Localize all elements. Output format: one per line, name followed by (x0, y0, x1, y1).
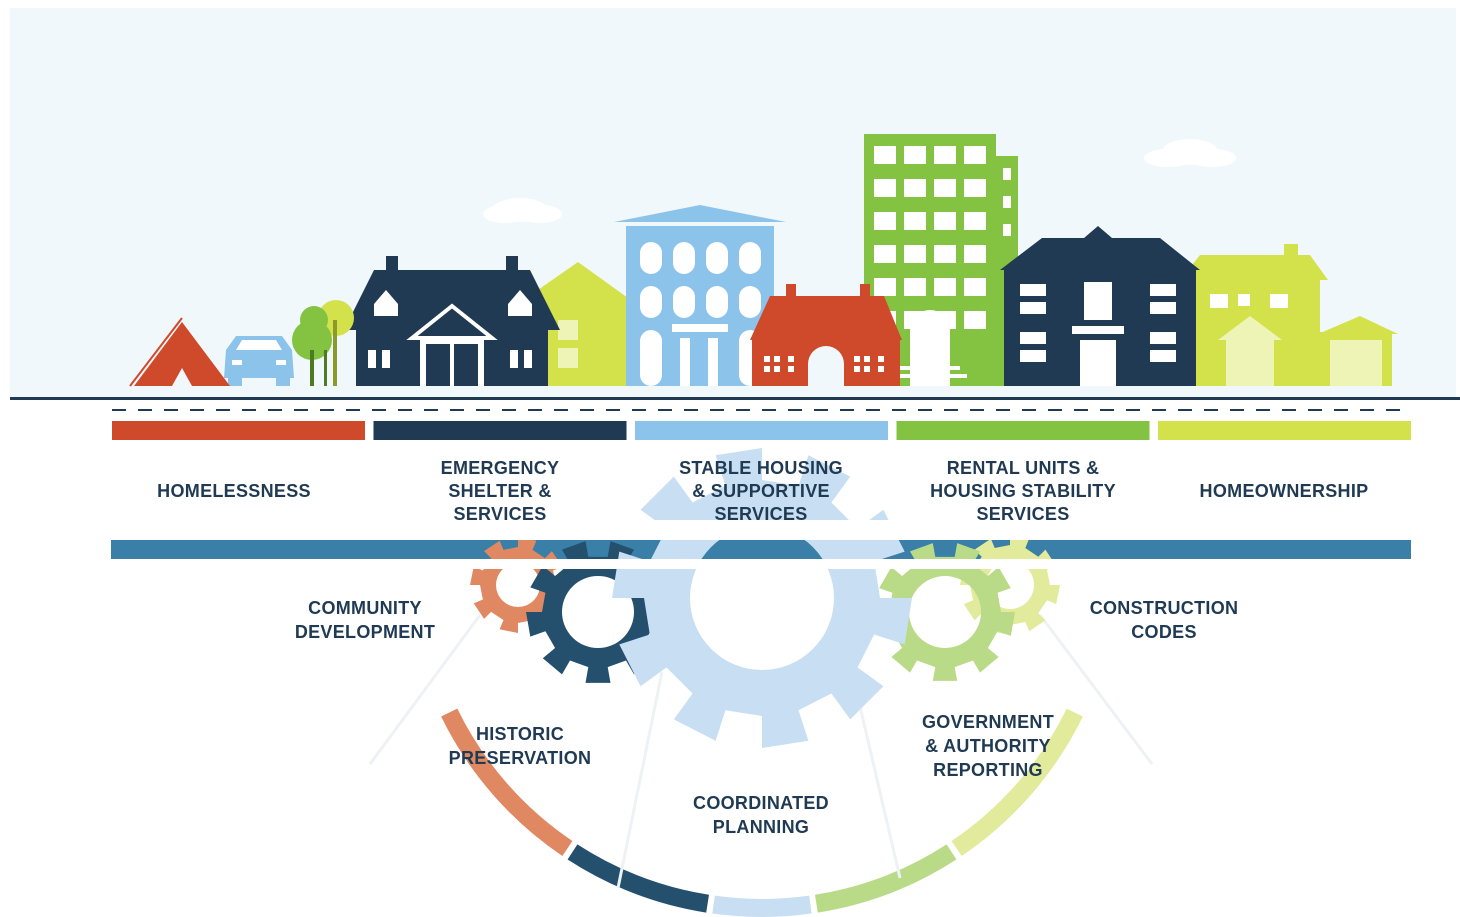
cloud-icon (1144, 139, 1236, 167)
category-label-stable: STABLE HOUSING & SUPPORTIVE SERVICES (679, 458, 843, 524)
car-icon (224, 336, 294, 386)
category-label-homeownership: HOMEOWNERSHIP (1199, 481, 1369, 501)
tower-window (934, 146, 956, 164)
tower-window (904, 278, 926, 296)
ground-line (10, 397, 1460, 400)
tower-window (964, 245, 986, 263)
category-label-rental: RENTAL UNITS & HOUSING STABILITY SERVICE… (930, 458, 1116, 524)
tower-window (964, 146, 986, 164)
services-bar (111, 540, 1411, 559)
tower-window (964, 179, 986, 197)
category-bar-homeownership (1158, 421, 1411, 440)
tower-window (874, 179, 896, 197)
gear-mask (380, 559, 1140, 569)
service-label-planning: COORDINATED PLANNING (693, 793, 829, 837)
tower-window (904, 179, 926, 197)
service-arc-community (441, 708, 573, 856)
tower-window (904, 212, 926, 230)
service-label-community: COMMUNITY DEVELOPMENT (294, 598, 436, 642)
service-arc-government (814, 844, 957, 913)
category-bar-stable (635, 421, 888, 440)
tower-window (934, 278, 956, 296)
gear-icon (875, 543, 1015, 681)
tower-window (874, 278, 896, 296)
services-arc (441, 708, 1083, 917)
tower-window (964, 278, 986, 296)
service-label-government: GOVERNMENT & AUTHORITY REPORTING (921, 712, 1054, 780)
category-bar-emergency (373, 421, 627, 440)
tower-window (904, 245, 926, 263)
category-bar-rental (896, 421, 1150, 440)
service-arc-construction (951, 708, 1083, 856)
tower-window (964, 212, 986, 230)
service-arc-planning (712, 895, 812, 917)
tower-window (874, 245, 896, 263)
gear-mask (380, 520, 1140, 540)
tower-window (904, 146, 926, 164)
tower-window (964, 311, 986, 329)
tent-icon (129, 317, 230, 387)
tower-window (874, 146, 896, 164)
category-label-homelessness: HOMELESSNESS (157, 481, 311, 501)
small-house-icon (750, 284, 902, 386)
trees-icon (292, 300, 354, 386)
tower-window (934, 245, 956, 263)
house-icon (1000, 226, 1200, 386)
tower-window (874, 212, 896, 230)
category-label-emergency: EMERGENCY SHELTER & SERVICES (440, 458, 560, 524)
category-bars (112, 421, 1411, 440)
service-arc-historic (567, 844, 710, 913)
tower-window (934, 179, 956, 197)
cloud-icon (483, 198, 562, 223)
service-label-historic: HISTORIC PRESERVATION (448, 724, 592, 768)
service-label-construction: CONSTRUCTION CODES (1089, 598, 1239, 642)
small-house-icon (1180, 244, 1398, 386)
shelter-house-icon (344, 256, 560, 386)
category-bar-homelessness (112, 421, 365, 440)
tower-window (934, 212, 956, 230)
gears-group (380, 448, 1140, 748)
